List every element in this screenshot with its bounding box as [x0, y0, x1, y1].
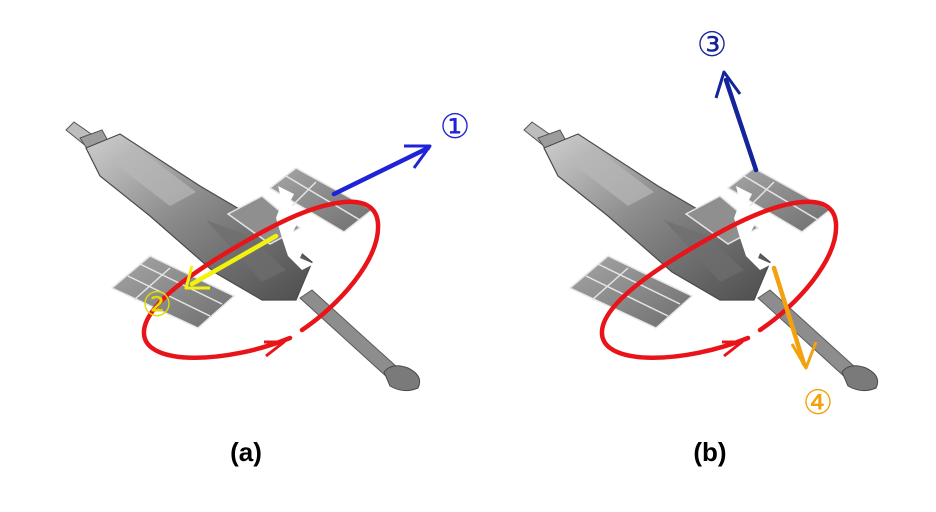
caption-b: (b) [693, 437, 726, 467]
axis-arrow-2 [184, 233, 279, 290]
marker-3: ③ [697, 25, 727, 65]
marker-1: ① [440, 107, 470, 147]
panel-a: ① ② (a) [65, 107, 470, 467]
axis-arrow-1 [331, 144, 432, 197]
caption-a: (a) [230, 437, 262, 467]
marker-4: ④ [803, 383, 833, 423]
axis-arrow-4 [771, 265, 818, 370]
marker-2: ② [142, 285, 172, 325]
panel-b: ③ ④ (b) [523, 25, 879, 467]
axis-arrow-3 [714, 70, 759, 173]
